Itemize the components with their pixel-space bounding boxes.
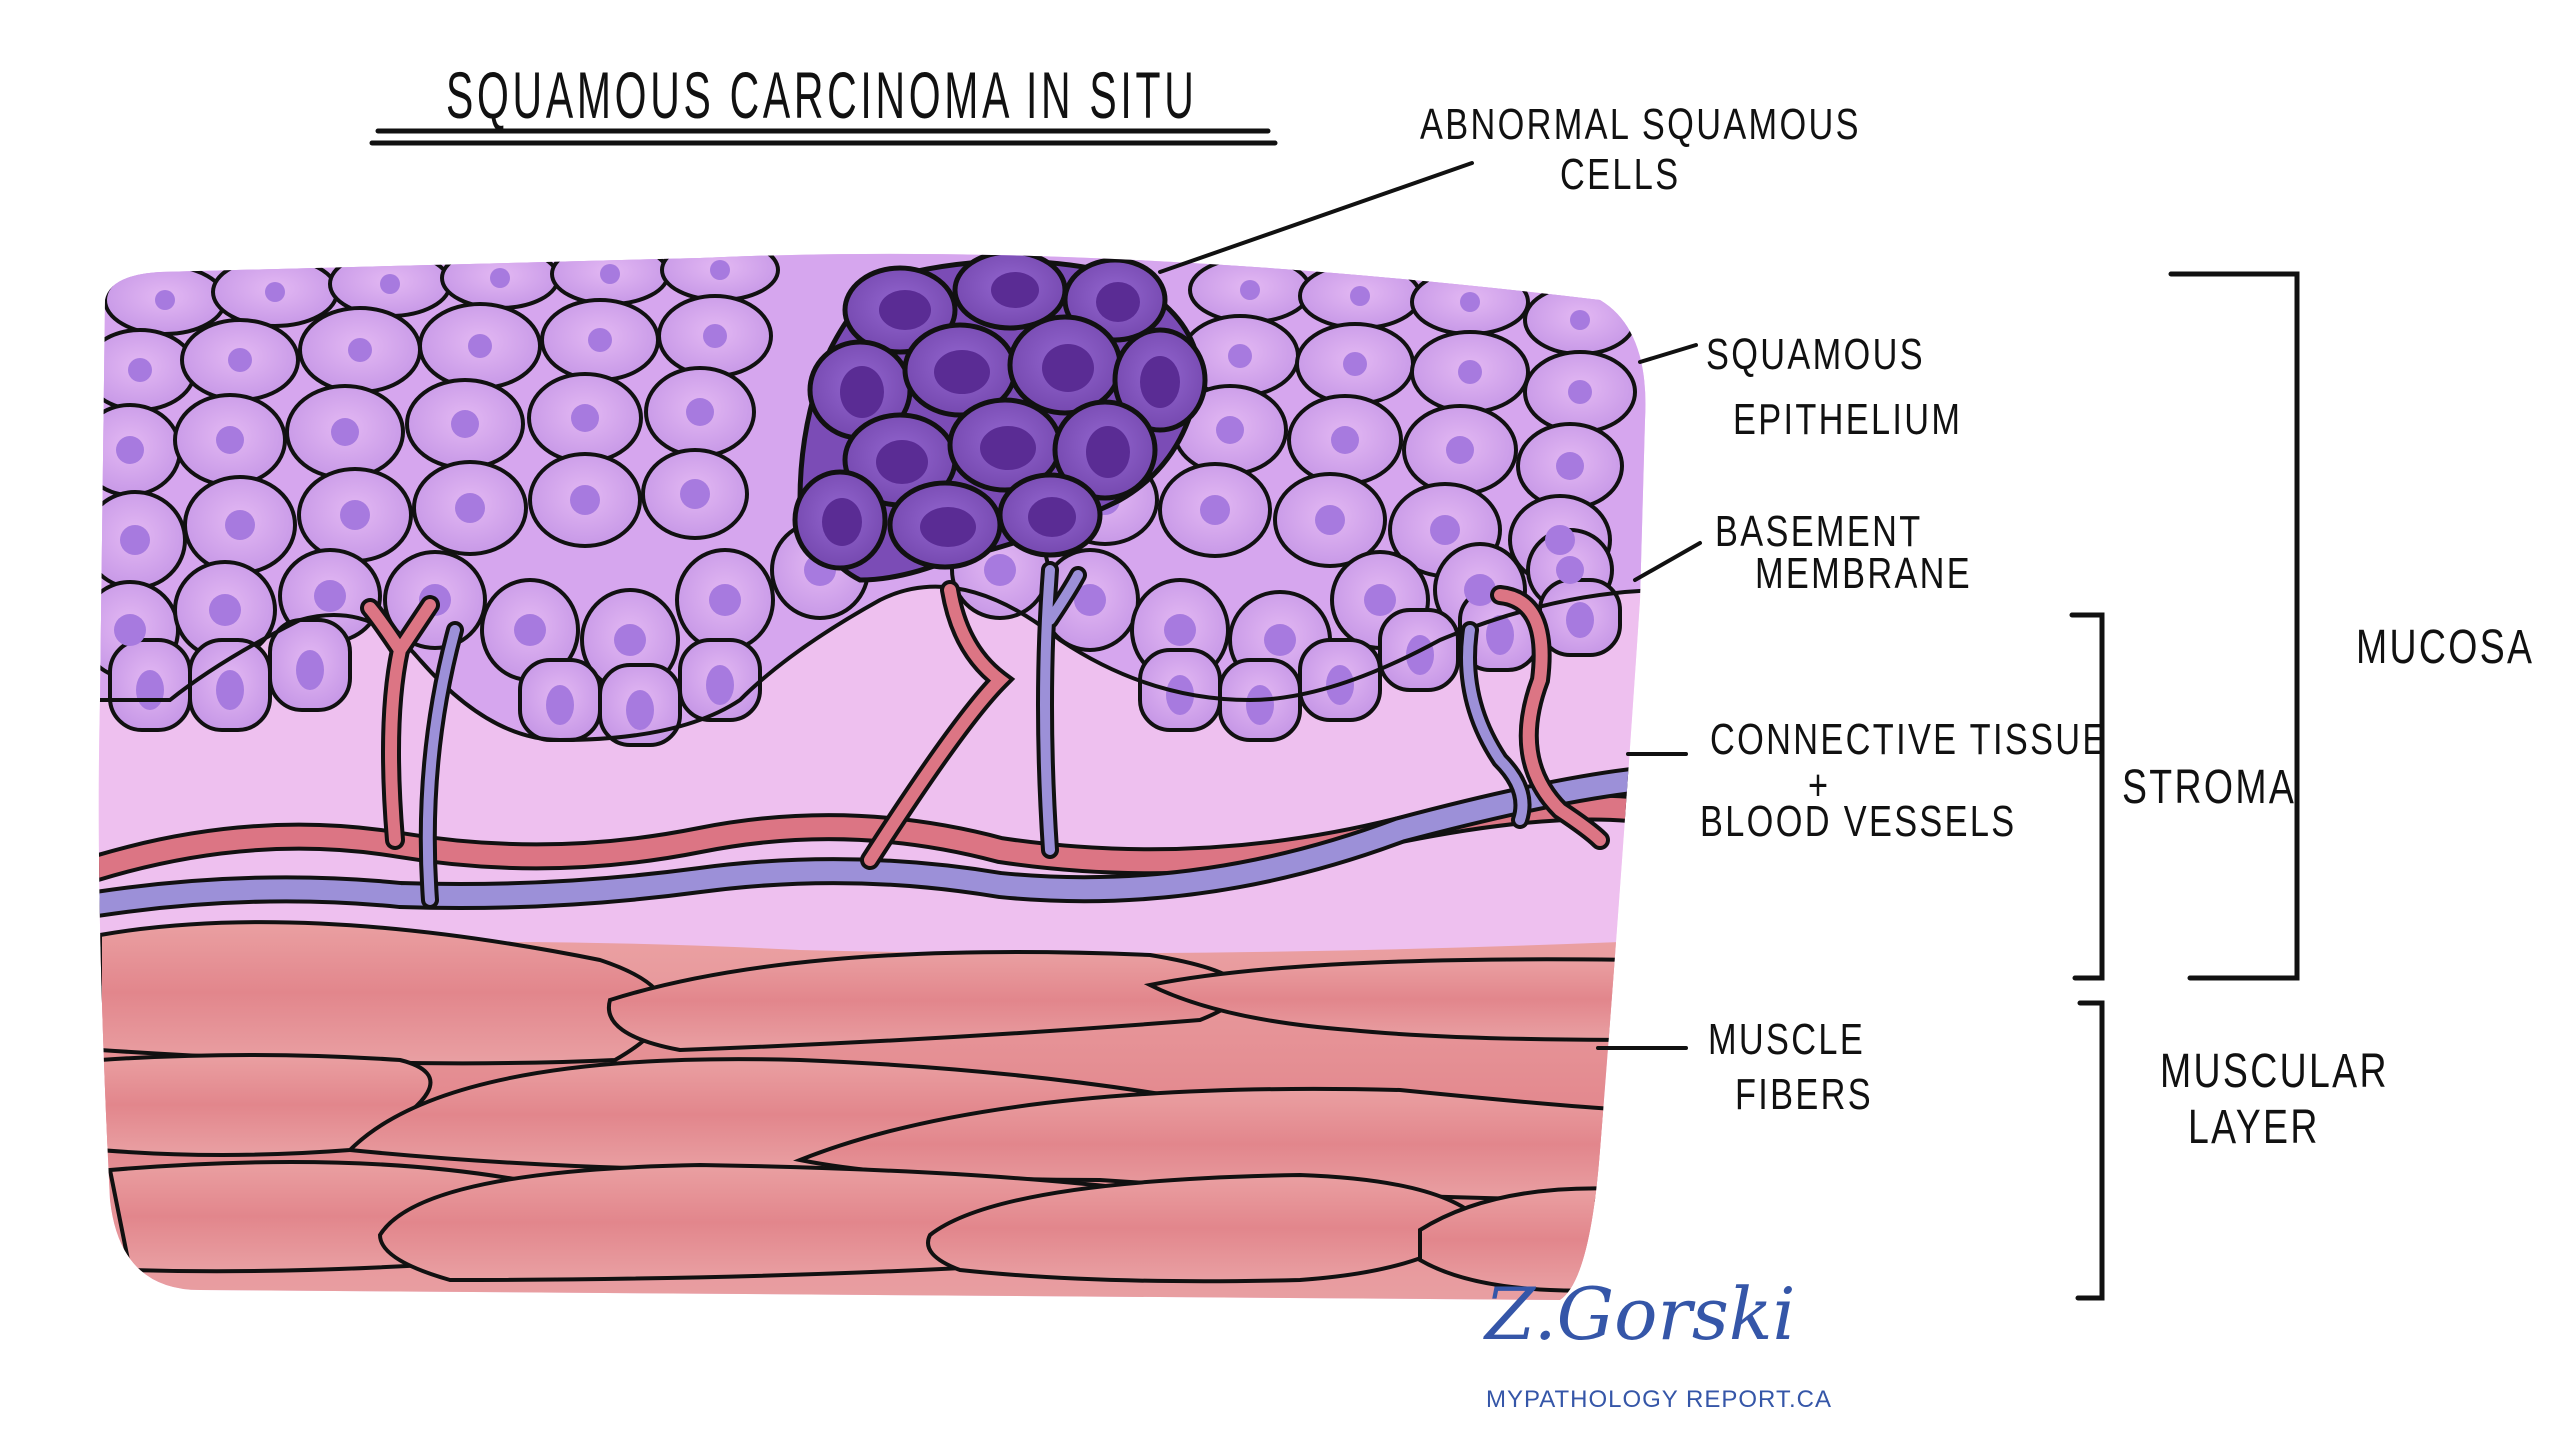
blood-vessels xyxy=(98,561,1646,919)
muscular-layer-bracket xyxy=(2075,1000,2105,1301)
label-basement-membrane-line2: MEMBRANE xyxy=(1755,549,1973,598)
label-stroma: STROMA xyxy=(2122,761,2297,814)
pointer-lines xyxy=(1158,161,1702,1050)
label-abnormal-cells-line2: CELLS xyxy=(1560,150,1681,199)
pointer-abnormal-cells xyxy=(1158,161,1474,274)
stroma-bracket xyxy=(2069,612,2105,981)
page-title: SQUAMOUS CARCINOMA IN SITU xyxy=(446,58,1198,132)
abnormal-squamous-cells xyxy=(792,253,1208,583)
brackets xyxy=(2069,271,2300,1301)
label-mucosa: MUCOSA xyxy=(2356,621,2535,674)
label-muscular-layer-line1: MUSCULAR xyxy=(2160,1045,2389,1098)
label-squamous-epithelium-line1: SQUAMOUS xyxy=(1706,330,1925,379)
title-underline xyxy=(369,128,1278,146)
abnormal-nuclei xyxy=(822,272,1180,547)
squamous-cells xyxy=(98,253,1637,747)
label-connective-tissue-plus: + xyxy=(1808,761,1831,810)
label-squamous-epithelium-line2: EPITHELIUM xyxy=(1733,395,1963,444)
label-muscle-fibers-line2: FIBERS xyxy=(1735,1070,1873,1119)
label-basement-membrane-line1: BASEMENT xyxy=(1715,507,1923,556)
label-abnormal-cells-line1: ABNORMAL SQUAMOUS xyxy=(1420,100,1861,149)
label-muscle-fibers-line1: MUSCLE xyxy=(1708,1015,1866,1064)
label-muscular-layer-line2: LAYER xyxy=(2188,1101,2320,1154)
website-credit: MYPATHOLOGY REPORT.CA xyxy=(1486,1386,1832,1413)
label-connective-tissue-line3: BLOOD VESSELS xyxy=(1700,797,2017,846)
pointer-squamous-epithelium xyxy=(1638,343,1698,364)
author-signature: Z.Gorski xyxy=(1485,1272,1796,1356)
muscle-fibers xyxy=(98,920,1643,1293)
basement-membrane xyxy=(98,584,1646,743)
cell-nuclei xyxy=(114,260,1594,730)
pointer-basement-membrane xyxy=(1633,541,1702,582)
label-connective-tissue-line1: CONNECTIVE TISSUE xyxy=(1710,715,2108,764)
mucosa-bracket xyxy=(2168,271,2300,981)
